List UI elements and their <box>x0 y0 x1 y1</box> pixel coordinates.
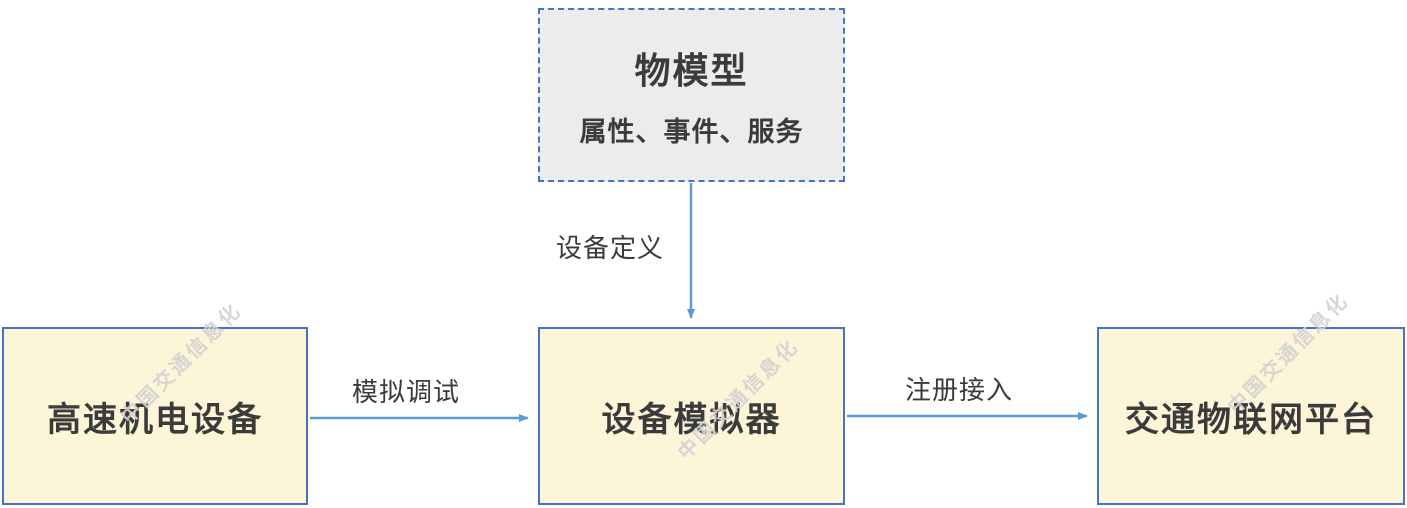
thing-model-title: 物模型 <box>634 50 749 92</box>
node-iot-platform: 交通物联网平台 <box>1097 327 1405 505</box>
edge-label-register-access: 注册接入 <box>905 376 1014 406</box>
node-highway-equipment-label: 高速机电设备 <box>47 399 263 440</box>
node-iot-platform-label: 交通物联网平台 <box>1125 399 1377 440</box>
edge-label-simulation-debug: 模拟调试 <box>352 378 461 408</box>
thing-model-box: 物模型 属性、事件、服务 <box>538 8 845 182</box>
node-highway-equipment: 高速机电设备 <box>2 327 308 505</box>
edge-label-device-definition: 设备定义 <box>556 234 665 264</box>
node-device-simulator: 设备模拟器 <box>538 327 845 505</box>
node-device-simulator-label: 设备模拟器 <box>601 399 782 440</box>
thing-model-subtitle: 属性、事件、服务 <box>579 116 804 148</box>
